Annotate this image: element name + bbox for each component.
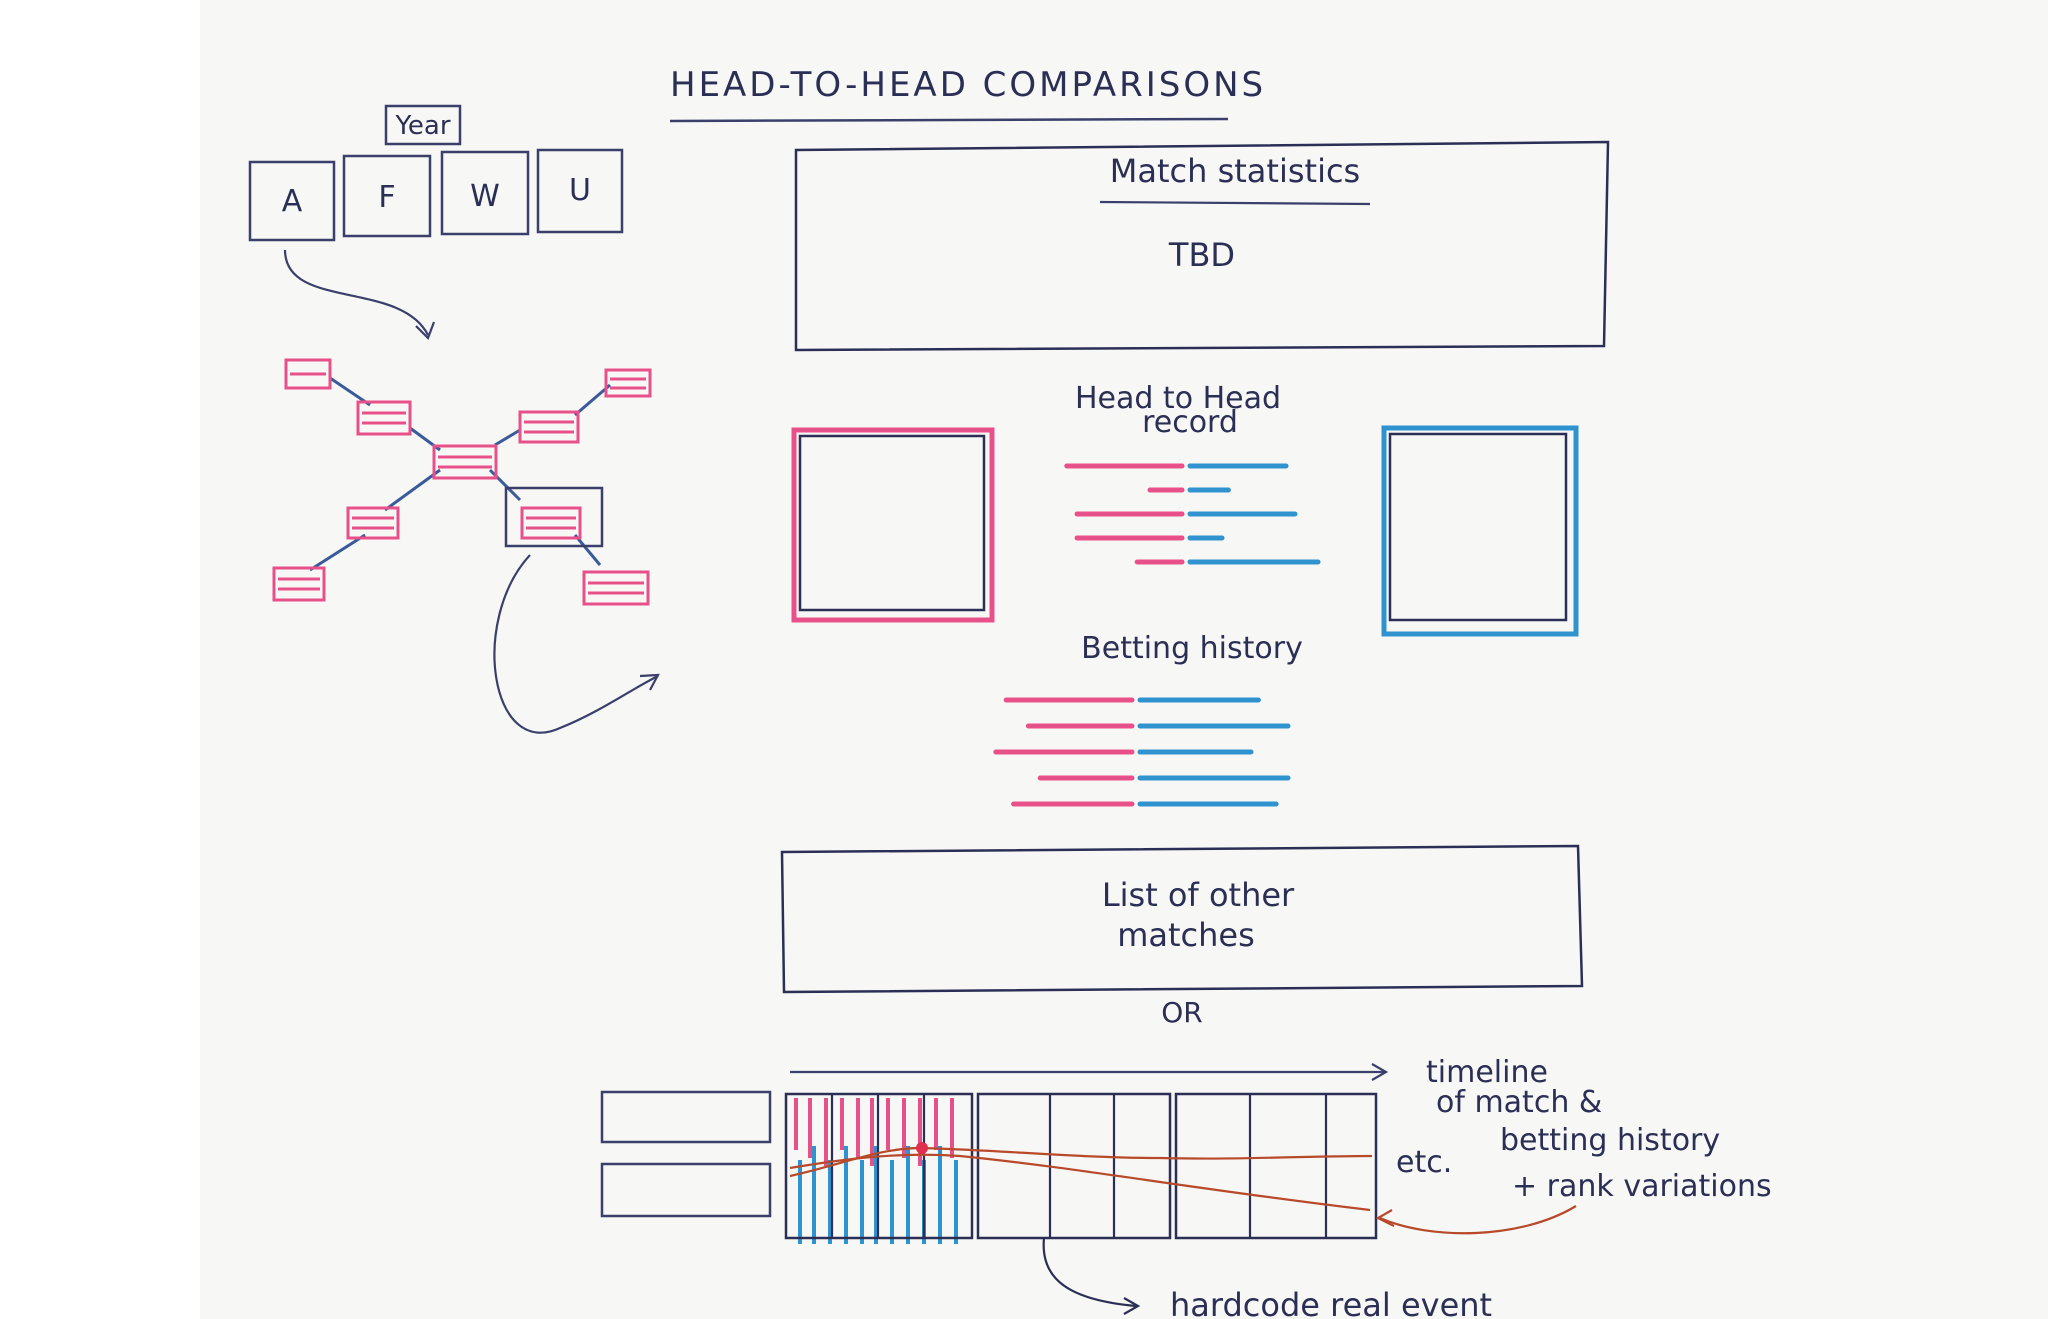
network-node[interactable] [604, 368, 652, 398]
node-box [272, 566, 326, 602]
timeline-block-2[interactable] [976, 1092, 1172, 1240]
match-statistics-panel: Match statistics TBD [794, 140, 1610, 352]
tab-a-box[interactable] [248, 160, 336, 242]
player-a-inner [798, 434, 986, 612]
match-statistics-underline [1099, 200, 1371, 206]
network-node[interactable] [518, 410, 580, 444]
hardcode-arrowhead [1123, 1297, 1141, 1315]
node-box [346, 506, 400, 540]
node-to-comparison-arrowhead [639, 673, 660, 691]
tab-w[interactable]: W [440, 150, 530, 236]
tab-to-network-arrow [283, 249, 429, 336]
node-box [284, 358, 332, 390]
tab-f[interactable]: F [342, 154, 432, 238]
other-matches-line2: matches [1117, 916, 1255, 954]
other-matches-panel[interactable]: List of other matches [780, 844, 1584, 994]
match-statistics-heading: Match statistics [1110, 152, 1360, 190]
tab-a[interactable]: A [248, 160, 336, 242]
player-b-card[interactable] [1381, 425, 1579, 637]
page-title: HEAD-TO-HEAD COMPARISONS [670, 65, 1266, 105]
title-underline [669, 117, 1229, 123]
tab-w-box[interactable] [440, 150, 530, 236]
note-to-lines-arrowhead [1375, 1209, 1395, 1227]
timeline-note-line4: + rank variations [1512, 1169, 1772, 1204]
tab-u-label: U [569, 173, 591, 208]
node-box [520, 506, 582, 540]
hardcode-note: hardcode real event [1170, 1286, 1492, 1319]
selected-node-highlight[interactable] [504, 486, 604, 548]
network-edge [494, 428, 521, 447]
timeline-row-label-box[interactable] [600, 1090, 772, 1144]
network-edge [309, 533, 366, 572]
player-b-inner [1388, 432, 1568, 622]
betting-history-heading: Betting history [1081, 631, 1303, 666]
etc-label: etc. [1396, 1145, 1452, 1180]
network-node[interactable] [432, 444, 498, 480]
other-matches-line1: List of other [1102, 876, 1295, 914]
tab-to-network-arrowhead [415, 321, 436, 340]
timeline-note-line3: betting history [1500, 1123, 1720, 1158]
node-box [356, 400, 412, 436]
tab-f-box[interactable] [342, 154, 432, 238]
network-node[interactable] [582, 570, 650, 606]
h2h-heading-line2: record [1142, 405, 1238, 440]
node-to-comparison-arrow [493, 554, 659, 734]
tab-a-label: A [282, 184, 303, 219]
network-edge [573, 534, 602, 566]
player-b-frame [1381, 425, 1579, 637]
node-box [518, 410, 580, 444]
year-filter[interactable] [384, 104, 462, 146]
h2h-heading-line1: Head to Head [1075, 381, 1281, 416]
tab-w-label: W [470, 179, 500, 214]
network-edge [384, 468, 441, 512]
node-box [432, 444, 498, 480]
network-edges [309, 376, 611, 572]
network-node[interactable] [284, 358, 332, 390]
timeline-row-label-box[interactable] [600, 1162, 772, 1218]
note-to-lines-arrow [1379, 1205, 1577, 1235]
year-label: Year [394, 111, 450, 141]
timeline-match-stripes [794, 1098, 958, 1244]
or-label: OR [1161, 996, 1203, 1029]
match-statistics-box [794, 140, 1610, 352]
timeline-axis-arrowhead [1371, 1063, 1389, 1081]
betting-history-bars [993, 697, 1291, 807]
network-nodes [272, 358, 652, 606]
timeline-note-line1: timeline [1426, 1055, 1548, 1090]
tab-u-box[interactable] [536, 148, 624, 234]
other-matches-box [780, 844, 1584, 994]
network-node[interactable] [346, 506, 400, 540]
timeline-grid [784, 1092, 1378, 1244]
player-a-card[interactable] [791, 427, 995, 623]
network-node[interactable] [520, 506, 582, 540]
rank-variation-line [789, 1146, 1373, 1178]
hardcode-arrow [1042, 1237, 1137, 1308]
node-box [582, 570, 650, 606]
match-statistics-body: TBD [1168, 236, 1235, 274]
network-edge [574, 383, 611, 417]
highlighted-event-marker[interactable] [916, 1142, 928, 1154]
network-node[interactable] [356, 400, 412, 436]
paper [200, 0, 2048, 1319]
node-box [604, 368, 652, 398]
player-network-graph [272, 358, 652, 606]
player-a-frame [791, 427, 995, 623]
betting-trend-line [789, 1153, 1371, 1212]
tab-f-label: F [378, 180, 395, 215]
timeline-note-line2: of match & [1436, 1085, 1602, 1120]
network-node[interactable] [272, 566, 326, 602]
tab-u[interactable]: U [536, 148, 624, 234]
h2h-record-bars [1064, 463, 1321, 565]
timeline-block-3[interactable] [1174, 1092, 1378, 1240]
